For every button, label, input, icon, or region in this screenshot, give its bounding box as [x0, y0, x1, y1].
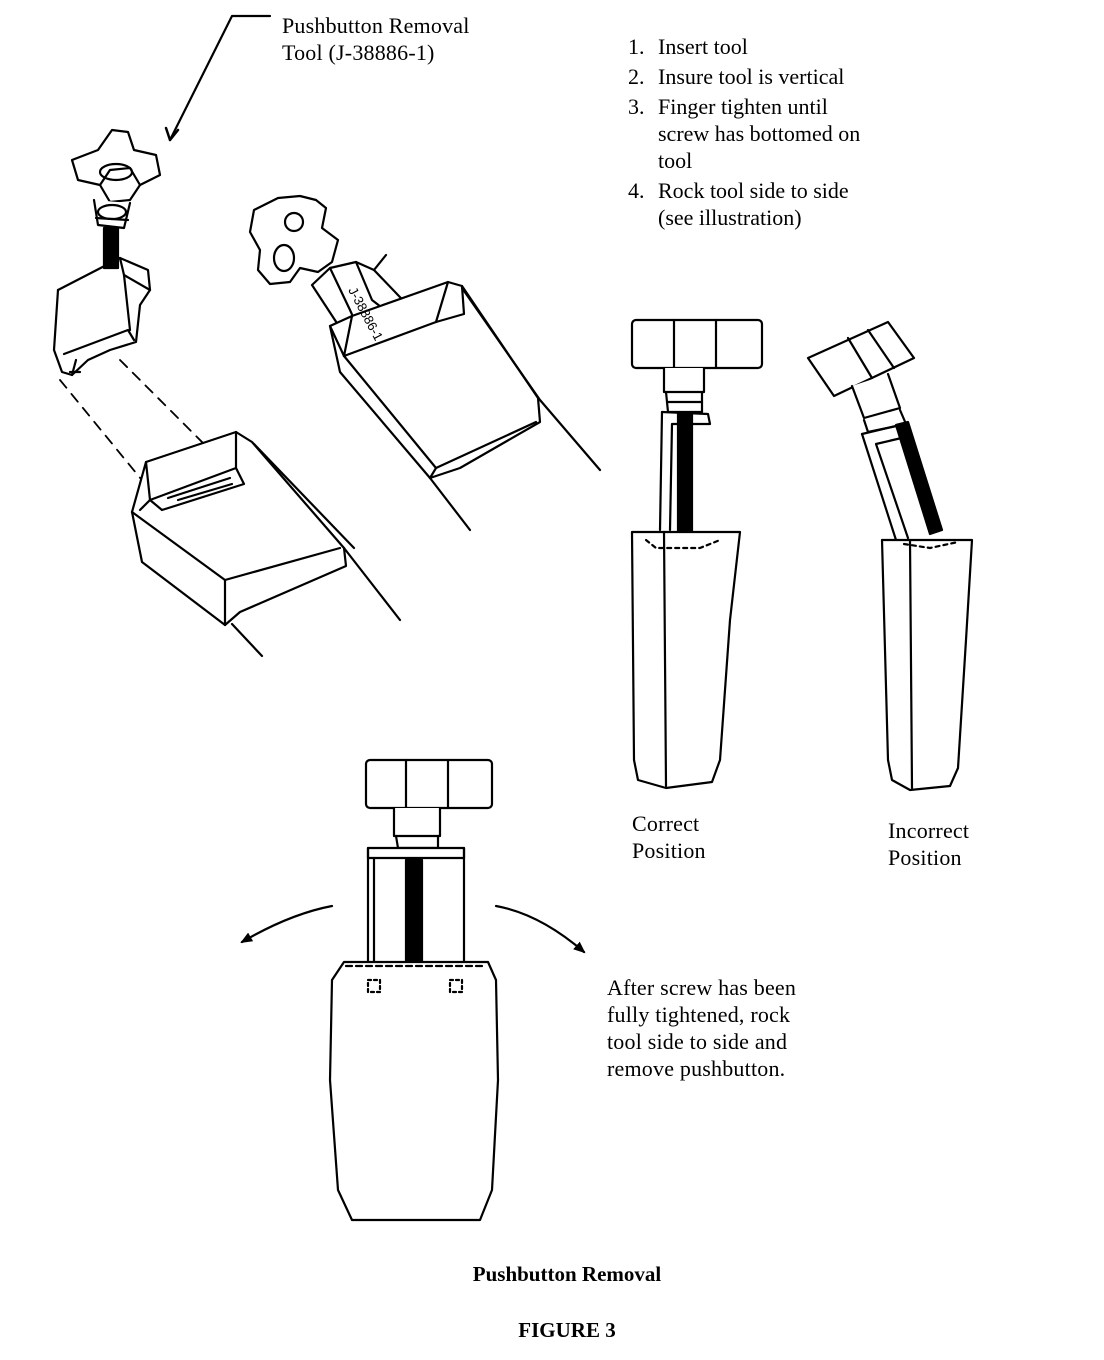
correct-nut — [662, 366, 706, 414]
correct-position-caption: Correct Position — [632, 810, 706, 864]
t-handle-knob — [70, 128, 162, 204]
correct-housing — [630, 530, 742, 790]
incorrect-housing — [880, 538, 974, 792]
rocking-bracket — [366, 846, 466, 970]
tool-label: Pushbutton Removal Tool (J-38886-1) — [282, 12, 470, 66]
correct-bracket — [658, 410, 712, 532]
rocking-screw — [404, 858, 424, 966]
note-line: remove pushbutton. — [607, 1056, 786, 1081]
correct-screw — [676, 412, 694, 534]
caption-line: Position — [632, 838, 706, 863]
after-tightening-note: After screw has been fully tightened, ro… — [607, 974, 796, 1082]
step-4: 4. Rock tool side to side (see illustrat… — [628, 177, 860, 231]
hex-nut — [92, 198, 132, 230]
incorrect-knob — [806, 320, 916, 398]
tool-label-line: Tool (J-38886-1) — [282, 40, 435, 65]
t-handle-knob-2 — [248, 194, 340, 286]
instruction-steps: 1. Insert tool 2. Insure tool is vertica… — [628, 33, 860, 234]
threaded-screw — [102, 226, 120, 270]
correct-knob — [630, 318, 764, 370]
step-text: Rock tool side to side — [658, 178, 849, 203]
caption-line: Position — [888, 845, 962, 870]
step-number: 4. — [628, 178, 645, 203]
step-number: 1. — [628, 34, 645, 59]
tool-seated-illustration — [248, 194, 602, 532]
rocking-knob — [364, 758, 494, 810]
rocking-tool-illustration — [240, 758, 586, 1222]
incorrect-position-illustration — [806, 320, 974, 792]
note-line: fully tightened, rock — [607, 1002, 791, 1027]
note-line: tool side to side and — [607, 1029, 788, 1054]
incorrect-position-caption: Incorrect Position — [888, 817, 969, 871]
rocking-motion-arrows — [240, 904, 586, 954]
tool-label-line: Pushbutton Removal — [282, 13, 470, 38]
caption-line: Correct — [632, 811, 700, 836]
step-number: 2. — [628, 64, 645, 89]
tool-insertion-illustration — [52, 128, 402, 658]
step-3: 3. Finger tighten until screw has bottom… — [628, 93, 860, 174]
step-text: Insure tool is vertical — [658, 64, 845, 89]
step-number: 3. — [628, 94, 645, 119]
step-text: Insert tool — [658, 34, 748, 59]
step-text: (see illustration) — [658, 205, 802, 230]
incorrect-bracket — [860, 422, 912, 542]
rocking-nut — [392, 806, 442, 850]
pushbutton-housing-2 — [328, 280, 602, 532]
step-text: Finger tighten until — [658, 94, 828, 119]
tool-label-leader — [164, 14, 272, 142]
tool-bracket — [52, 256, 152, 377]
rocking-housing — [328, 960, 500, 1222]
step-1: 1. Insert tool — [628, 33, 860, 60]
note-line: After screw has been — [607, 975, 797, 1000]
step-text: screw has bottomed on — [658, 121, 861, 146]
figure-title: Pushbutton Removal — [472, 1262, 662, 1286]
caption-line: Incorrect — [888, 818, 970, 843]
correct-position-illustration — [630, 318, 764, 790]
step-text: tool — [658, 148, 693, 173]
figure-number: FIGURE 3 — [518, 1318, 616, 1342]
pushbutton-housing-left — [130, 430, 402, 658]
step-2: 2. Insure tool is vertical — [628, 63, 860, 90]
